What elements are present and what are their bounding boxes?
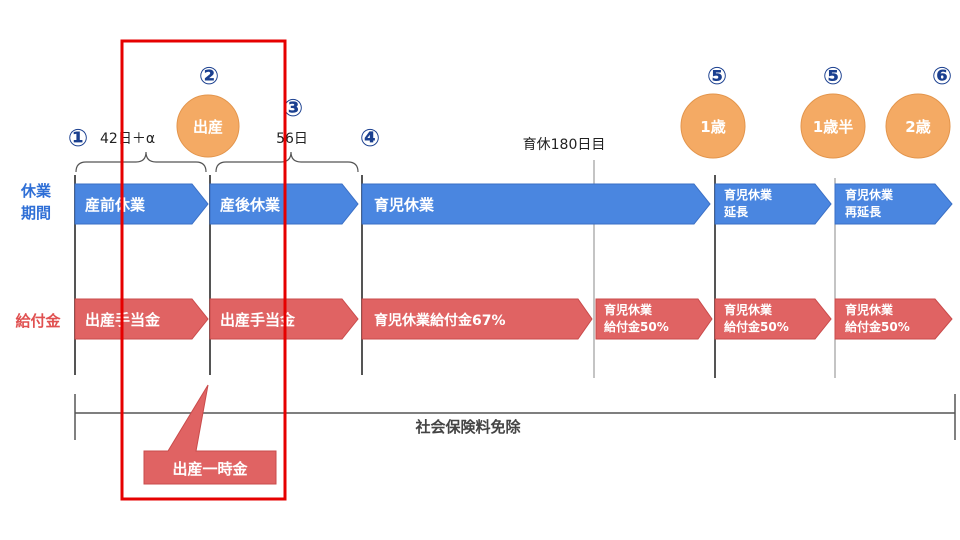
- extension-50-label-line2: 給付金50%: [724, 319, 789, 334]
- leave-period-label-line1: 休業: [20, 182, 52, 200]
- prenatal-span-label: 42日＋α: [100, 131, 155, 147]
- arrow-prenatal-benefit: [74, 298, 209, 340]
- age-2-circle: [885, 93, 951, 159]
- childcare-67-label: 育児休業給付金67%: [374, 312, 506, 329]
- leave-period-label-line2: 期間: [21, 204, 51, 222]
- insurance-bracket: [74, 394, 956, 440]
- leave-arrow-labels: 産前休業 産後休業 育児休業 育児休業 延長 育児休業 再延長: [85, 187, 894, 219]
- span-braces: [75, 151, 359, 173]
- reextension-label-line1: 育児休業: [845, 187, 894, 202]
- extension-label-line2: 延長: [723, 204, 749, 219]
- marker-3: ③: [283, 94, 303, 122]
- marker-5b: ⑤: [823, 62, 843, 90]
- extension-label-line1: 育児休業: [724, 187, 773, 202]
- arrow-childcare-benefit-67: [361, 298, 593, 340]
- milestone-circles: [176, 93, 951, 159]
- lump-sum-label: 出産一時金: [172, 460, 248, 478]
- birth-circle-label: 出産: [193, 118, 223, 136]
- prenatal-leave-label: 産前休業: [85, 196, 146, 214]
- arrow-leave-extension: [714, 183, 832, 225]
- leave-arrows: [74, 183, 953, 225]
- step-markers: ① ② ③ ④ ⑤ ⑤ ⑥: [68, 62, 952, 152]
- arrow-childcare-benefit-50: [595, 298, 713, 340]
- marker-1: ①: [68, 124, 88, 152]
- marker-4: ④: [360, 124, 380, 152]
- childcare-50-label-line2: 給付金50%: [604, 319, 669, 334]
- postnatal-brace: [215, 151, 359, 173]
- benefit-arrow-labels: 出産手当金 出産手当金 育児休業給付金67% 育児休業 給付金50% 育児休業 …: [85, 302, 910, 334]
- childcare-180-label: 育休180日目: [523, 137, 606, 153]
- arrow-childcare-leave: [361, 183, 711, 225]
- postnatal-leave-label: 産後休業: [220, 196, 281, 214]
- reextension-50-label-line2: 給付金50%: [845, 319, 910, 334]
- arrow-prenatal-leave: [74, 183, 209, 225]
- benefit-arrows: [74, 298, 953, 340]
- lump-sum-callout: [143, 384, 277, 485]
- insurance-exemption-label: 社会保険料免除: [414, 418, 521, 436]
- birth-circle: [176, 94, 240, 158]
- age-1-5-label: 1歳半: [813, 118, 853, 136]
- benefit-row-label: 給付金: [15, 312, 61, 330]
- arrow-extension-benefit-50: [714, 298, 832, 340]
- marker-6: ⑥: [932, 62, 952, 90]
- reextension-50-label-line1: 育児休業: [845, 302, 894, 317]
- marker-2: ②: [199, 62, 219, 90]
- childcare-leave-label: 育児休業: [374, 196, 435, 214]
- age-1-5-circle: [800, 93, 866, 159]
- marker-5a: ⑤: [707, 62, 727, 90]
- childcare-50-label-line1: 育児休業: [604, 302, 653, 317]
- age-2-label: 2歳: [905, 118, 930, 136]
- age-1-circle: [680, 93, 746, 159]
- extension-50-label-line1: 育児休業: [724, 302, 773, 317]
- arrow-reextension-benefit-50: [834, 298, 953, 340]
- prenatal-brace: [75, 151, 207, 173]
- postnatal-span-label: 56日: [276, 131, 308, 147]
- age-1-label: 1歳: [700, 118, 725, 136]
- postnatal-benefit-label: 出産手当金: [220, 311, 296, 329]
- milestone-circle-labels: 出産 1歳 1歳半 2歳: [193, 118, 931, 136]
- birth-highlight-frame: [120, 39, 287, 501]
- reextension-label-line2: 再延長: [845, 204, 882, 219]
- arrow-leave-reextension: [834, 183, 953, 225]
